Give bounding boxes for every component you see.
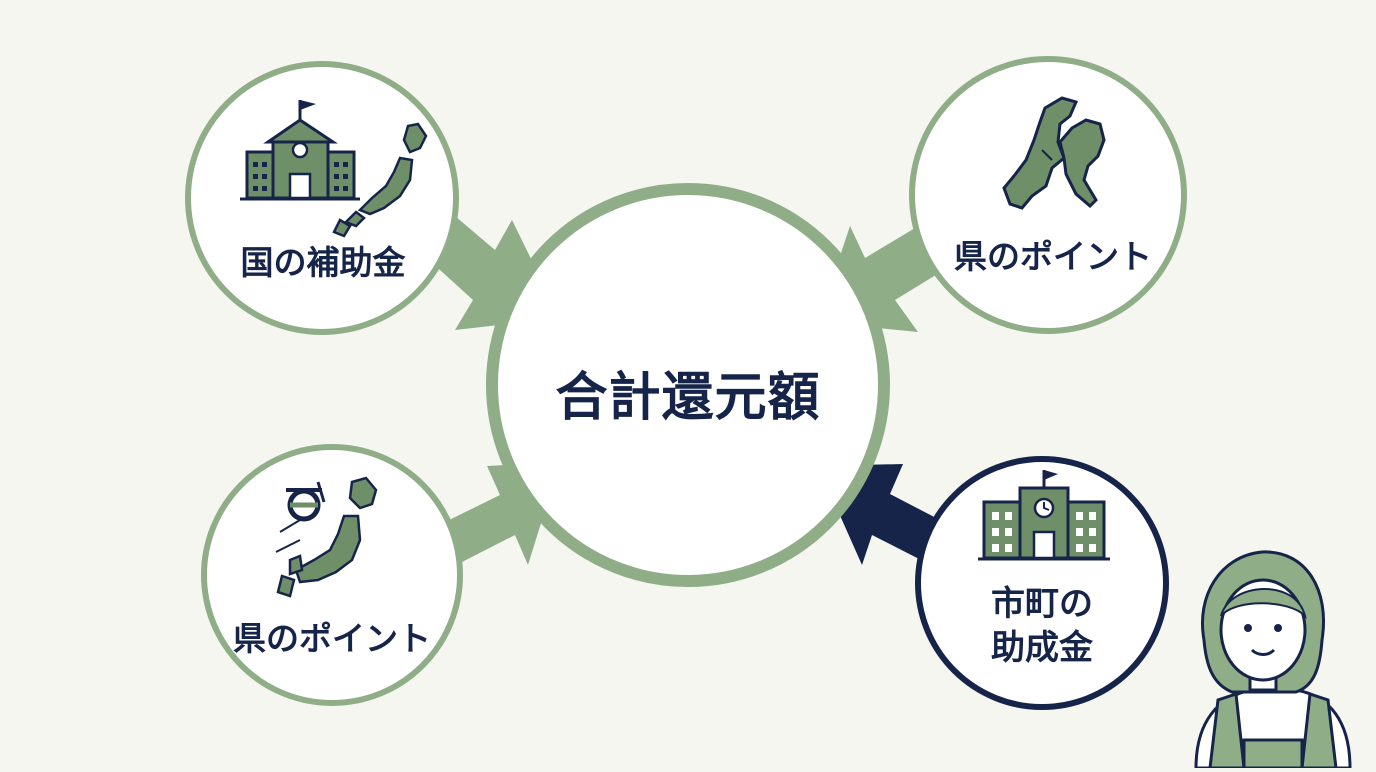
japan-map-with-prefecture-emblem-icon: [275, 476, 378, 598]
prefecture-map-icon: [1002, 96, 1106, 210]
node-pref-points-bottom: [201, 444, 463, 706]
node-pref-points-top: [909, 56, 1187, 334]
woman-illustration: [1194, 550, 1352, 770]
center-label: 合計還元額: [555, 368, 821, 428]
center-node: [486, 183, 890, 587]
node-national-subsidy: [185, 61, 459, 335]
city-hall-icon: [978, 470, 1110, 561]
school-japan-map-icon: [240, 100, 428, 238]
pref-points-top-label: 県のポイント: [954, 237, 1152, 276]
city-subsidy-label-line2: 助成金: [991, 628, 1093, 668]
pref-points-bottom-label: 県のポイント: [233, 619, 431, 658]
national-subsidy-label: 国の補助金: [240, 243, 406, 282]
node-city-subsidy: [915, 456, 1169, 710]
city-subsidy-label-line1: 市町の: [991, 584, 1093, 624]
